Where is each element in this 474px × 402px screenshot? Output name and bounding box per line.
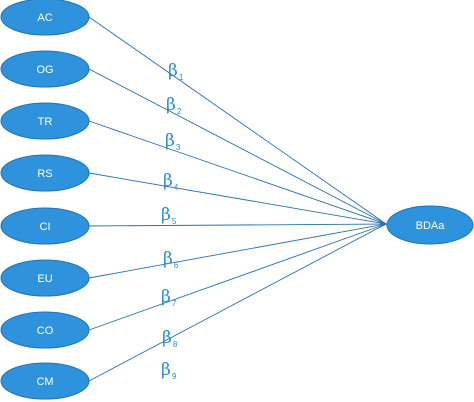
node-ellipse — [386, 205, 474, 245]
beta-label-1: β1 — [168, 61, 184, 82]
beta-subscript: 1 — [179, 73, 184, 82]
node-eu: EU — [0, 259, 90, 297]
beta-label-2: β2 — [166, 95, 182, 116]
arrowhead — [382, 221, 388, 227]
node-ellipse — [0, 0, 90, 36]
beta-subscript: 7 — [172, 299, 177, 308]
node-ellipse — [0, 102, 90, 140]
node-co: CO — [0, 311, 90, 349]
node-ellipse — [0, 50, 90, 88]
source-nodes: AC OG TR RS CI EU CO CM — [0, 0, 90, 400]
node-label: CI — [40, 221, 51, 233]
node-ellipse — [0, 259, 90, 297]
beta-subscript: 8 — [173, 340, 178, 349]
node-cm: CM — [0, 362, 90, 400]
edge-eu-to-bdaa — [88, 223, 387, 279]
edges — [88, 16, 388, 382]
beta-label-7: β7 — [161, 287, 177, 308]
edge-rs-to-bdaa — [88, 172, 387, 225]
node-label: OG — [36, 64, 53, 76]
edge-tr-to-bdaa — [88, 120, 387, 225]
edge-ci-to-bdaa — [88, 223, 387, 227]
beta-subscript: 2 — [177, 107, 182, 116]
beta-symbol: β — [162, 328, 172, 348]
node-label: BDAa — [416, 220, 446, 232]
node-og: OG — [0, 50, 90, 88]
beta-symbol: β — [165, 131, 175, 151]
beta-symbol: β — [163, 171, 173, 191]
beta-subscript: 5 — [172, 217, 177, 226]
edge-cm-to-bdaa — [88, 223, 387, 382]
beta-label-6: β6 — [163, 249, 179, 270]
node-rs: RS — [0, 154, 90, 192]
beta-label-4: β4 — [163, 171, 179, 192]
beta-label-9: β9 — [161, 360, 177, 381]
node-bdaa: BDAa — [386, 205, 474, 245]
beta-symbol: β — [161, 360, 171, 380]
beta-symbol: β — [166, 95, 176, 115]
beta-subscript: 9 — [172, 372, 177, 381]
edge-ac-to-bdaa — [88, 16, 387, 225]
beta-subscript: 3 — [176, 143, 181, 152]
beta-symbol: β — [161, 205, 171, 225]
edge-og-to-bdaa — [88, 68, 387, 225]
node-ellipse — [0, 311, 90, 349]
node-label: EU — [37, 273, 52, 285]
beta-label-5: β5 — [161, 205, 177, 226]
node-ci: CI — [0, 207, 90, 245]
node-ellipse — [0, 362, 90, 400]
beta-label-3: β3 — [165, 131, 181, 152]
beta-label-8: β8 — [162, 328, 178, 349]
node-label: AC — [37, 12, 52, 24]
beta-symbol: β — [168, 61, 178, 81]
node-ellipse — [0, 154, 90, 192]
node-label: CM — [36, 376, 53, 388]
beta-subscript: 4 — [174, 183, 179, 192]
beta-symbol: β — [161, 287, 171, 307]
node-label: TR — [38, 116, 53, 128]
node-tr: TR — [0, 102, 90, 140]
edge-co-to-bdaa — [88, 223, 387, 331]
node-label: CO — [37, 325, 54, 337]
node-ellipse — [0, 207, 90, 245]
beta-symbol: β — [163, 249, 173, 269]
beta-subscript: 6 — [174, 261, 179, 270]
node-ac: AC — [0, 0, 90, 36]
node-label: RS — [37, 168, 52, 180]
